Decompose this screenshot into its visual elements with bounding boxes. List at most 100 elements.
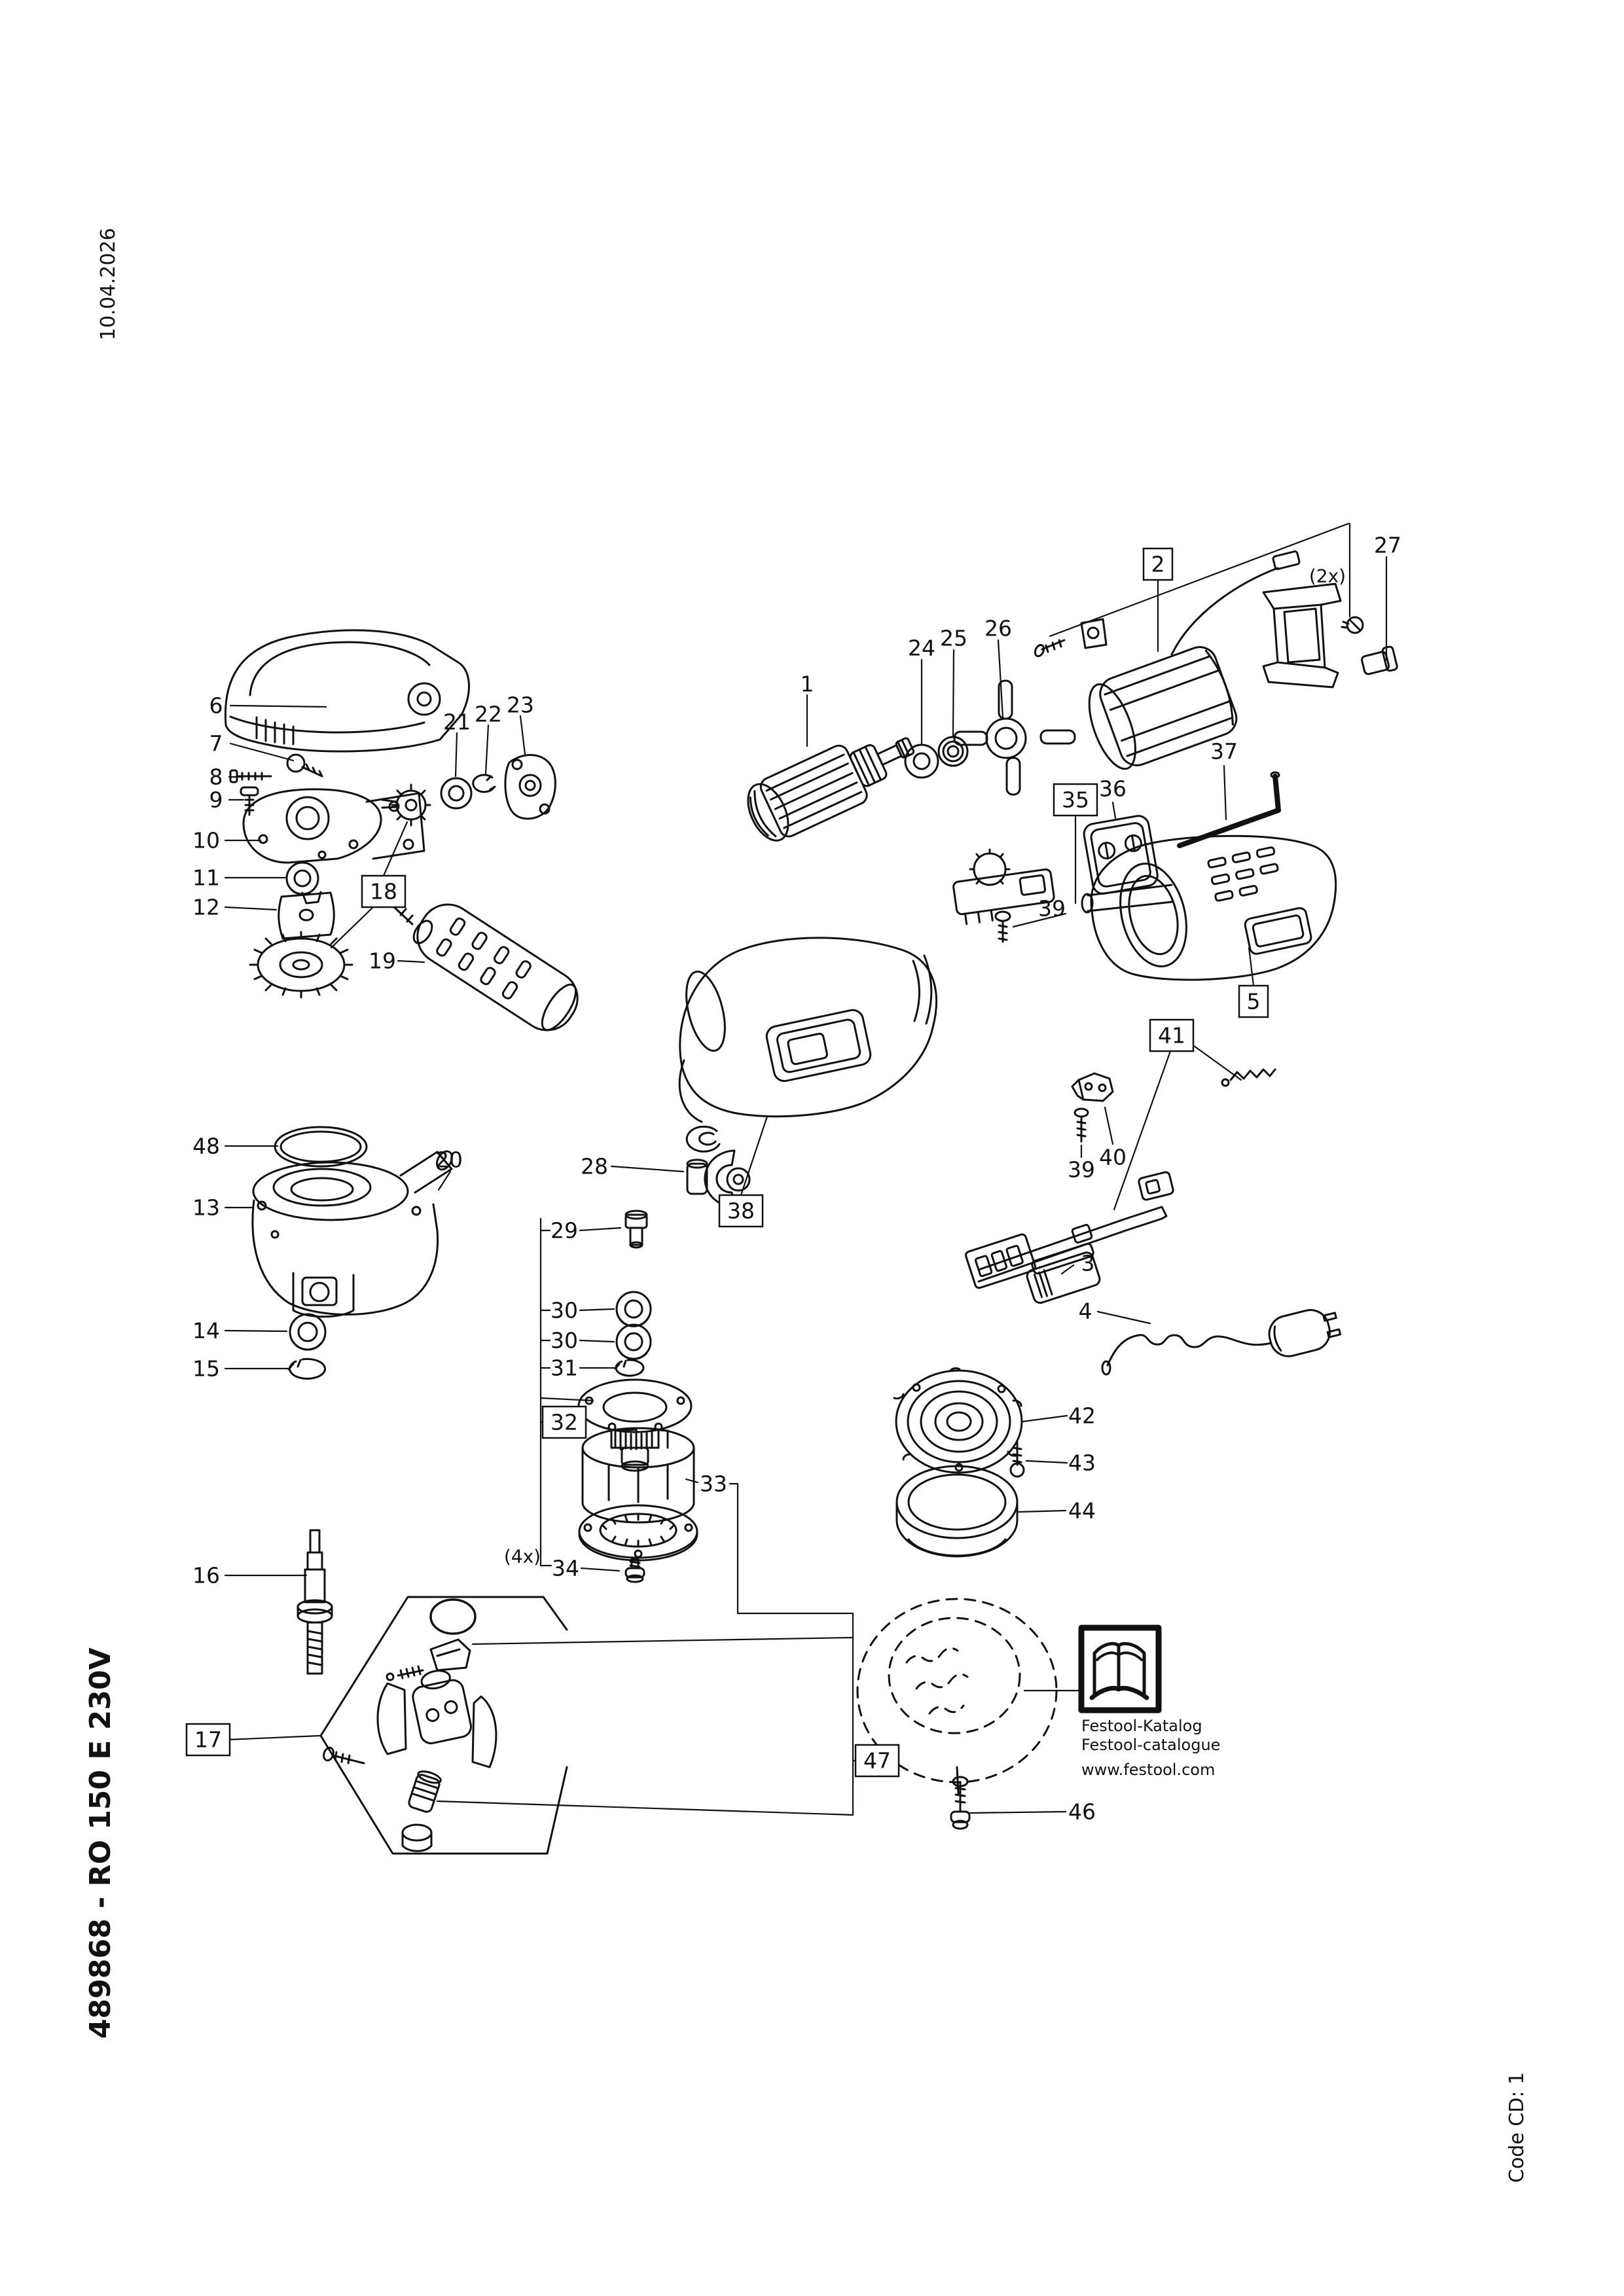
leader-line-43: [1025, 1460, 1068, 1464]
part-label-5: 5: [1247, 989, 1261, 1014]
part-label-9: 9: [209, 787, 223, 813]
leader-line-30b: [579, 1339, 615, 1343]
leader-line-41: [1193, 1045, 1242, 1081]
part-label-43: 43: [1068, 1450, 1096, 1476]
part-label-18: 18: [370, 879, 397, 905]
part-handle-19: [393, 903, 579, 1031]
part-motor-housing-38: [678, 937, 937, 1123]
leader-line-42: [1021, 1414, 1068, 1423]
part-label-13: 13: [192, 1195, 220, 1221]
part-label-40: 40: [1099, 1145, 1127, 1170]
leader-line-25: [952, 649, 955, 737]
part-flange-plate-23: [504, 754, 556, 820]
part-label-19: 19: [369, 948, 396, 974]
part-label-2: 2: [1151, 552, 1165, 577]
leader-line-18: [382, 821, 408, 877]
part-label-41: 41: [1158, 1023, 1185, 1049]
leader-line-23: [519, 715, 526, 755]
part-label-30a: 30: [550, 1298, 578, 1323]
catalog-book-icon: [1078, 1624, 1162, 1713]
catalog-url: www.festool.com: [1081, 1761, 1215, 1779]
part-label-15: 15: [192, 1356, 220, 1382]
part-field-coil-2: [1034, 550, 1301, 770]
part-label-20: 20: [435, 1147, 463, 1173]
part-label-33: 33: [700, 1471, 727, 1497]
leader-line-4: [1096, 1310, 1151, 1325]
part-label-3: 3: [1081, 1251, 1095, 1276]
part-pivot-stud-7: [286, 753, 323, 778]
leader-line-38: [740, 1115, 768, 1196]
part-switch-slider-3: [1026, 1242, 1101, 1304]
part-seal-38: [685, 1125, 721, 1195]
label-box-5: [1238, 984, 1269, 1018]
part-label-23: 23: [507, 692, 534, 718]
part-armature-1: [747, 737, 915, 842]
part-label-36: 36: [1099, 776, 1127, 802]
leader-line-12: [224, 906, 278, 911]
part-label-8: 8: [209, 764, 223, 790]
label-box-17: [185, 1723, 231, 1757]
part-backing-plate-42: [893, 1367, 1023, 1474]
leader-line-6: [229, 704, 327, 708]
leader-line-3: [1060, 1264, 1075, 1275]
part-label-39a: 39: [1038, 896, 1066, 922]
part-label-31: 31: [550, 1355, 578, 1381]
leader-line-36: [1111, 801, 1117, 819]
part-label-47: 47: [863, 1748, 891, 1774]
part-label-27: 27: [1374, 533, 1401, 558]
leader-line-46: [969, 1810, 1067, 1814]
part-snap-ring-22: [472, 774, 496, 793]
label-box-2: [1142, 547, 1174, 581]
part-fan-housing-13: [251, 1150, 453, 1318]
part-label-44: 44: [1068, 1498, 1096, 1524]
part-label-28: 28: [581, 1154, 608, 1179]
part-power-cord-4: [1101, 1309, 1342, 1376]
leader-line-34: [580, 1567, 621, 1572]
part-label-42: 42: [1068, 1403, 1096, 1429]
leader-line-22: [484, 724, 490, 775]
part-screw-34: [624, 1558, 645, 1583]
part-label-2x: (2x): [1309, 565, 1346, 587]
part-screw-46: [950, 1776, 971, 1830]
part-label-11: 11: [192, 865, 220, 891]
part-clutch-12: [278, 891, 335, 940]
leader-line-19: [397, 960, 425, 963]
part-bearing-11: [285, 861, 319, 895]
leader-line-37: [1223, 764, 1227, 821]
part-label-34: 34: [552, 1556, 579, 1581]
leader-line-28: [610, 1165, 685, 1173]
part-bearing-30a: [615, 1291, 652, 1327]
part-brush-cap-27: [1361, 645, 1398, 675]
catalog-text-en: Festool-catalogue: [1081, 1736, 1220, 1754]
label-box-32: [541, 1405, 587, 1439]
part-label-4: 4: [1079, 1299, 1092, 1324]
part-cord-clamp-40: [1071, 1072, 1114, 1102]
part-cage-33: [581, 1427, 695, 1524]
part-bearing-24: [904, 744, 939, 779]
part-label-30b: 30: [550, 1328, 578, 1354]
part-screw-9: [240, 786, 259, 816]
leader-line-40: [1104, 1106, 1114, 1145]
part-ring-gear-34: [578, 1504, 698, 1562]
part-bearing-flange-32: [577, 1378, 693, 1472]
part-screw-39a: [994, 910, 1011, 943]
part-label-21: 21: [443, 709, 471, 735]
part-label-25: 25: [940, 626, 967, 651]
part-label-6: 6: [209, 693, 223, 719]
part-brake-ring-44: [895, 1465, 1019, 1558]
leader-line-39a: [1012, 912, 1067, 928]
part-label-24: 24: [908, 636, 935, 661]
part-label-48: 48: [192, 1134, 220, 1159]
part-speed-control-35: [952, 848, 1055, 925]
leader-line-7: [229, 742, 295, 762]
part-crown-gear-18: [249, 931, 353, 999]
part-label-14: 14: [192, 1318, 220, 1344]
part-group-17: [319, 1596, 568, 1855]
part-screw-2x: [1341, 616, 1364, 634]
part-snap-ring-31: [614, 1359, 645, 1377]
label-box-38: [718, 1194, 764, 1228]
leader-line-21: [454, 732, 458, 778]
part-gearbox-housing-10: [242, 788, 425, 864]
part-bearing-25: [937, 736, 969, 767]
